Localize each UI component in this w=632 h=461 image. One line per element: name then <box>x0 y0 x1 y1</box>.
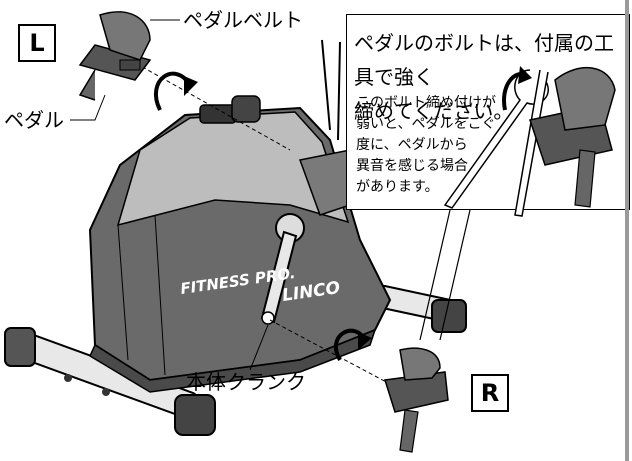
front-stabilizer <box>4 327 216 436</box>
callout-note-line3: 度に、ペダルから <box>356 137 468 153</box>
rotate-clockwise-arrow-icon <box>333 328 372 362</box>
callout-note-line4: 異音を感じる場合 <box>356 158 468 174</box>
left-pedal <box>78 11 152 101</box>
rotate-clockwise-arrow-icon <box>153 71 198 111</box>
right-pedal <box>384 347 449 453</box>
callout-heading-line1: ペダルのボルトは、付属の工具で強く <box>354 31 614 89</box>
callout-note-line5: があります。 <box>356 179 439 195</box>
callout-heading: ペダルのボルトは、付属の工具で強く 締めてください。 <box>354 26 632 128</box>
left-side-badge: L <box>18 24 56 62</box>
right-side-badge: R <box>471 374 509 412</box>
rear-stabilizer <box>375 284 467 333</box>
page-edge-rule <box>625 0 629 461</box>
label-pedal: ペダル <box>4 108 64 132</box>
label-pedal-belt: ペダルベルト <box>183 8 303 32</box>
label-crank: 本体クランク <box>186 370 306 394</box>
callout-note-line1: このボルト締め付けが <box>356 95 496 111</box>
callout-note-line2: 弱いと、ペダルをこぐ <box>356 116 496 132</box>
callout-note: このボルト締め付けが 弱いと、ペダルをこぐ 度に、ペダルから 異音を感じる場合 … <box>356 93 496 198</box>
